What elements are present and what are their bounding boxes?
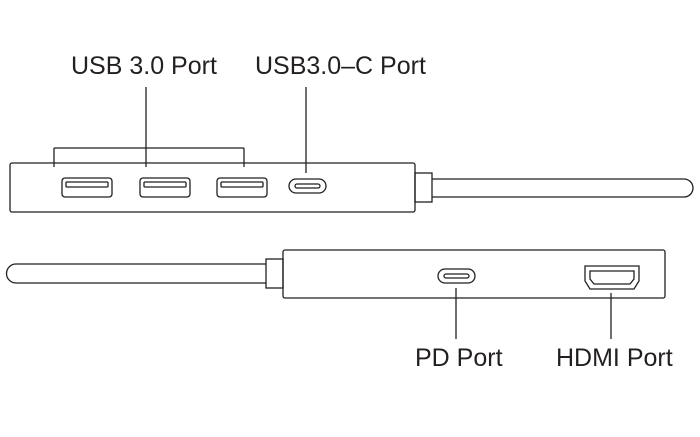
hub-bottom-cable-collar [265,258,284,289]
usb30-leader-lines [53,87,245,167]
hub-top-cable [432,178,694,198]
hub-top-view [9,87,694,213]
pd-port-label: PD Port [415,344,503,372]
usb30c-port-label: USB3.0–C Port [255,52,426,80]
hdmi-port-icon [584,265,640,290]
hub-bottom-cable [5,263,266,284]
usb-a-port-icon [216,177,268,198]
hub-bottom-view [5,249,666,339]
usb-a-port-icon [139,177,191,198]
usb-c-port-icon [288,178,327,194]
pd-port-icon [437,268,476,284]
hub-bottom-body [282,249,666,299]
hub-top-cable-collar [414,172,433,203]
usb30-port-label: USB 3.0 Port [71,52,217,80]
usb-a-port-icon [61,177,113,198]
hdmi-port-label: HDMI Port [556,344,673,372]
